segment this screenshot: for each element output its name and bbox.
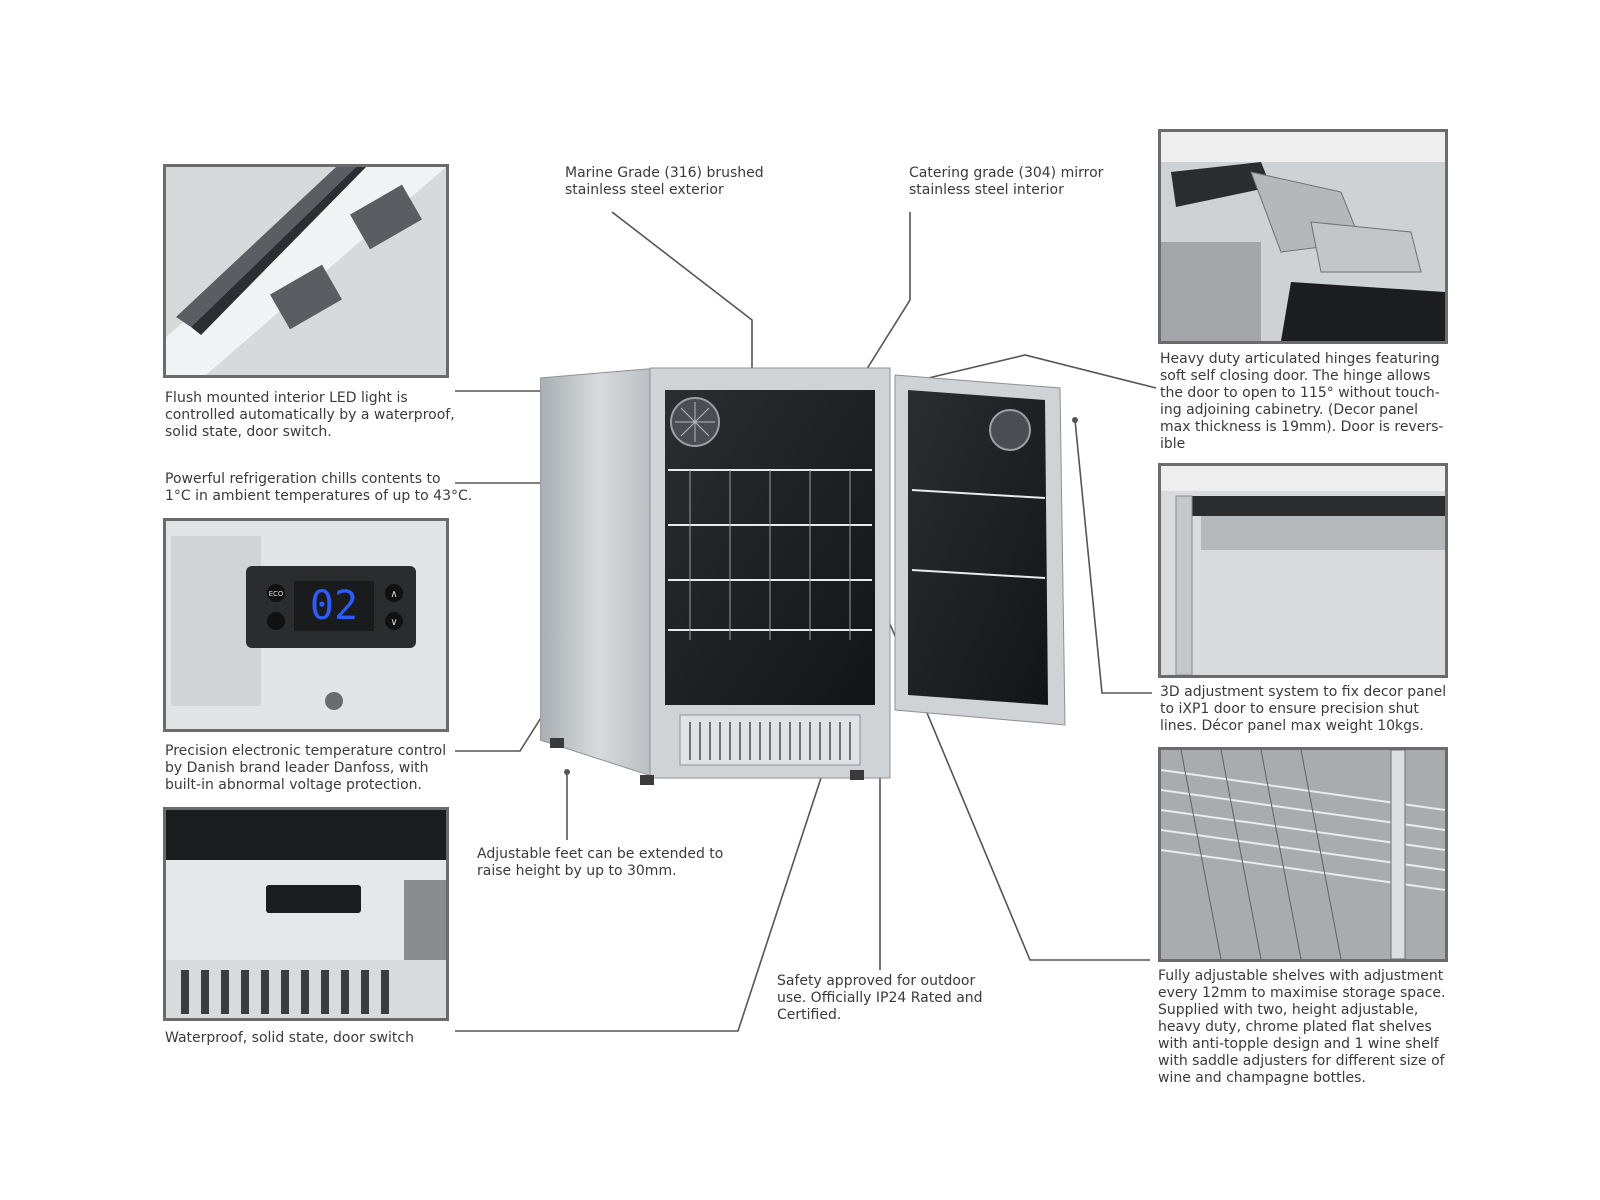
thumb-hinges	[1158, 129, 1448, 344]
display-digits: 02	[310, 583, 358, 629]
fridge-foot	[550, 738, 564, 748]
fridge-illustration	[540, 367, 1066, 785]
thumb-door-switch	[163, 807, 449, 1021]
svg-text:∧: ∧	[390, 589, 397, 600]
fridge-side-panel	[540, 367, 659, 779]
callout-adjustable-feet: Adjustable feet can be extended to raise…	[477, 846, 724, 879]
thumb-temperature-control: 02 ECO ∧ ∨	[163, 518, 449, 732]
leader-3d	[1074, 419, 1152, 694]
callout-hinges: Heavy duty articulated hinges featuring …	[1160, 351, 1444, 452]
thumb-shelves	[1158, 747, 1448, 962]
leader-marine	[611, 211, 753, 378]
eco-button-label: ECO	[269, 590, 284, 598]
callout-shelves: Fully adjustable shelves with adjustment…	[1158, 968, 1446, 1086]
fridge-foot	[850, 770, 864, 780]
thumb-led-light	[163, 164, 449, 378]
door-glass	[908, 390, 1048, 705]
callout-outdoor-safety: Safety approved for outdoor use. Officia…	[777, 973, 983, 1023]
fridge-foot	[640, 775, 654, 785]
callout-refrigeration: Powerful refrigeration chills contents t…	[165, 471, 473, 504]
leader-hinges	[919, 354, 1157, 389]
leader-switch	[455, 719, 841, 1032]
callout-temperature-control: Precision electronic temperature control…	[165, 743, 447, 793]
svg-text:∨: ∨	[390, 617, 397, 628]
door-fan-icon	[989, 409, 1031, 451]
thumb-3d-adjustment	[1158, 463, 1448, 678]
callout-led-light: Flush mounted interior LED light is cont…	[165, 390, 455, 440]
callout-door-switch: Waterproof, solid state, door switch	[165, 1030, 414, 1046]
leader-shelves	[879, 599, 1150, 961]
callout-3d-adjustment: 3D adjustment system to fix decor panel …	[1160, 684, 1447, 734]
callout-marine-grade: Marine Grade (316) brushed stainless ste…	[565, 165, 764, 198]
callout-catering-grade: Catering grade (304) mirror stainless st…	[909, 165, 1104, 198]
